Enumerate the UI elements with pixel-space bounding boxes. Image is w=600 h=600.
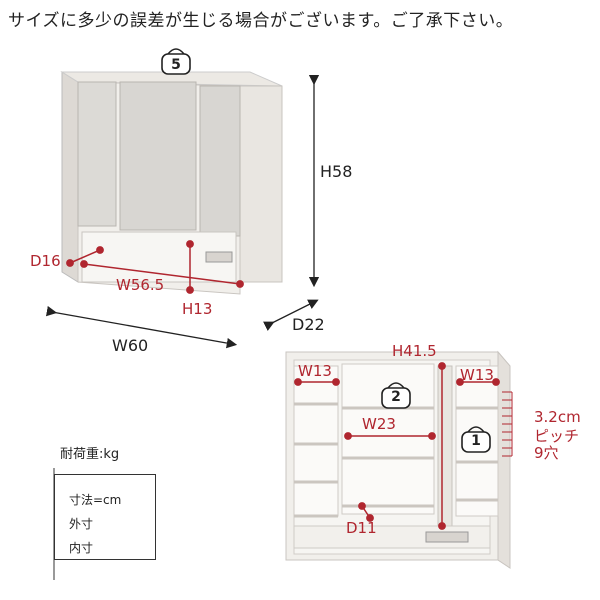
depth-dimension-arrow bbox=[263, 299, 319, 331]
left-width-label: W13 bbox=[298, 362, 332, 380]
size-tolerance-notice: サイズに多少の誤差が生じる場合がございます。ご了承下さい。 bbox=[8, 11, 514, 31]
outer-dimension-label: 外寸 bbox=[69, 517, 94, 531]
center-width-label: W23 bbox=[362, 415, 396, 433]
inner-dimension-label: 内寸 bbox=[69, 541, 94, 555]
pitch-note-label: ピッチ bbox=[534, 427, 580, 445]
right-width-label: W13 bbox=[460, 366, 494, 384]
inner-height-label-lower: H41.5 bbox=[392, 342, 437, 360]
dimension-legend: 寸法=cm 外寸 内寸 bbox=[54, 474, 156, 560]
lock-icon-middle bbox=[381, 382, 411, 409]
pitch-note-spacing: 3.2cm bbox=[534, 408, 581, 426]
width-label: W60 bbox=[112, 336, 149, 355]
inner-height-label: H13 bbox=[182, 300, 213, 318]
depth-label: D22 bbox=[292, 315, 325, 334]
pitch-note-holes: 9穴 bbox=[534, 444, 559, 462]
unit-label: 寸法=cm bbox=[69, 493, 122, 507]
load-capacity-label: 耐荷重:kg bbox=[60, 447, 120, 462]
lock-icon-right bbox=[461, 426, 491, 453]
badge-number-2: 2 bbox=[391, 389, 401, 405]
lock-icon bbox=[161, 48, 191, 75]
inner-width-label: W56.5 bbox=[116, 276, 165, 294]
badge-number-5: 5 bbox=[171, 57, 181, 73]
badge-number-1: 1 bbox=[471, 433, 481, 449]
inner-depth-label-lower: D11 bbox=[346, 519, 377, 537]
inner-depth-dimension-line bbox=[66, 246, 104, 267]
inner-width-dimension-line bbox=[80, 260, 244, 288]
inner-depth-dimension-line-lower bbox=[358, 502, 374, 522]
inner-depth-label: D16 bbox=[30, 252, 61, 270]
height-label: H58 bbox=[320, 162, 353, 181]
width-dimension-arrow bbox=[45, 305, 238, 349]
upper-cabinet-body bbox=[60, 71, 283, 295]
